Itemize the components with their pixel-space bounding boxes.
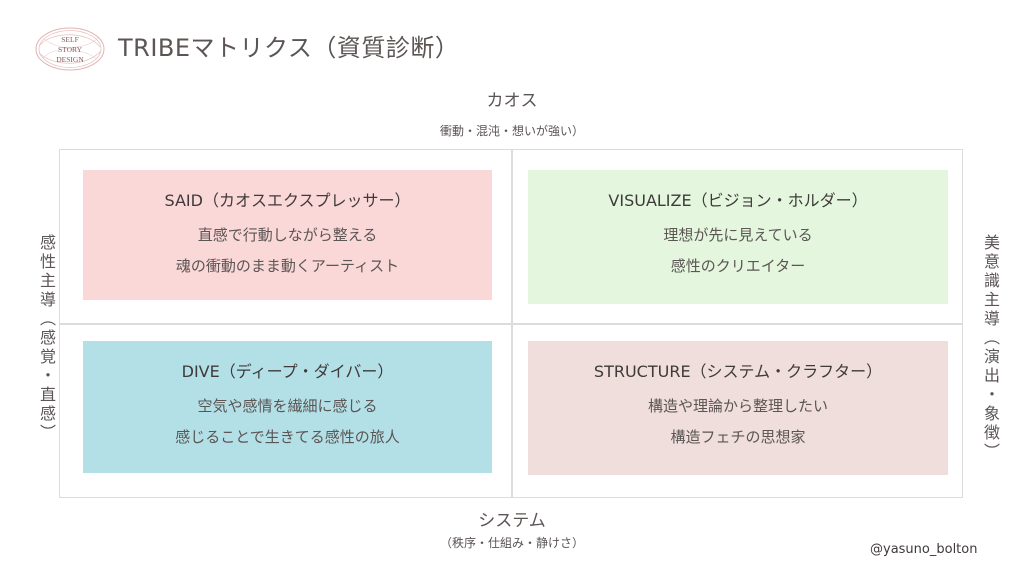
quadrant-said-title: SAID（カオスエクスプレッサー） [164, 191, 411, 210]
axis-top-label: カオス [486, 91, 538, 111]
quadrant-said-line1: 直感で行動しながら整える [197, 226, 378, 244]
quadrant-dive: DIVE（ディープ・ダイバー） 空気や感情を繊細に感じる 感じることで生きてる感… [83, 341, 492, 473]
author-credit: @yasuno_bolton [870, 542, 978, 557]
quadrant-dive-title: DIVE（ディープ・ダイバー） [181, 362, 394, 381]
axis-bottom-sublabel: （秩序・仕組み・静けさ） [439, 536, 584, 550]
self-story-design-logo: SELF STORY DESIGN [34, 25, 106, 73]
svg-text:SELF: SELF [61, 35, 79, 44]
axis-bottom-label: システム [478, 511, 546, 531]
logo-seal-icon: SELF STORY DESIGN [35, 27, 105, 71]
quadrant-said-line2: 魂の衝動のまま動くアーティスト [175, 257, 400, 275]
quadrant-visualize: VISUALIZE（ビジョン・ホルダー） 理想が先に見えている 感性のクリエイタ… [528, 170, 948, 304]
axis-left-label: 感性主導（感覚・直感） [37, 234, 56, 443]
quadrant-dive-line1: 空気や感情を繊細に感じる [197, 397, 378, 415]
quadrant-structure-title: STRUCTURE（システム・クラフター） [593, 362, 883, 381]
quadrant-structure: STRUCTURE（システム・クラフター） 構造や理論から整理したい 構造フェチ… [528, 341, 948, 475]
svg-text:DESIGN: DESIGN [56, 55, 84, 64]
matrix-horizontal-divider [59, 323, 963, 325]
axis-top-sublabel: 衝動・混沌・想いが強い） [439, 124, 584, 138]
quadrant-structure-line2: 構造フェチの思想家 [670, 428, 806, 446]
page-title: TRIBEマトリクス（資質診断） [118, 34, 460, 62]
quadrant-said: SAID（カオスエクスプレッサー） 直感で行動しながら整える 魂の衝動のまま動く… [83, 170, 492, 300]
axis-right-label: 美意識主導（演出・象徴） [981, 234, 1000, 462]
quadrant-dive-line2: 感じることで生きてる感性の旅人 [175, 428, 400, 446]
quadrant-visualize-line1: 理想が先に見えている [663, 226, 813, 244]
svg-text:STORY: STORY [58, 45, 83, 54]
quadrant-structure-line1: 構造や理論から整理したい [647, 397, 828, 415]
quadrant-visualize-title: VISUALIZE（ビジョン・ホルダー） [608, 191, 868, 210]
quadrant-visualize-line2: 感性のクリエイター [670, 257, 806, 275]
